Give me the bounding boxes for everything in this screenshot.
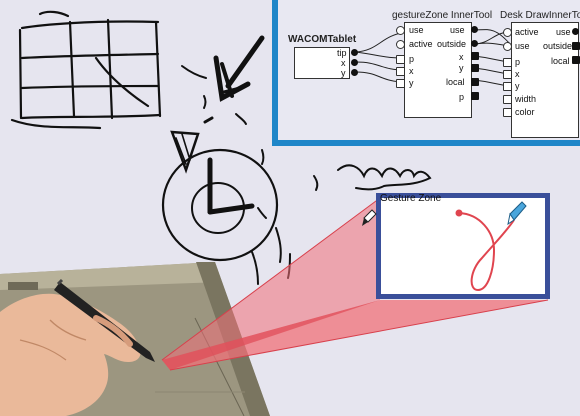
desk-out-local-label: local: [551, 56, 570, 66]
gesture-in-active-label: active: [409, 39, 433, 49]
desk-in-color-port[interactable]: [503, 108, 512, 117]
desk-in-use-port[interactable]: [503, 42, 512, 51]
gesture-out-local-port[interactable]: [471, 78, 479, 86]
desk-in-y-label: y: [515, 81, 520, 91]
wacom-port-y-label: y: [341, 68, 346, 78]
wacom-node[interactable]: [294, 47, 350, 79]
desk-out-outside-port[interactable]: [572, 42, 580, 50]
wacom-x-port[interactable]: [351, 59, 358, 66]
gesture-out-x-label: x: [459, 52, 464, 62]
gesture-in-x-port[interactable]: [396, 67, 405, 76]
gesture-out-local-label: local: [446, 77, 465, 87]
desk-out-use-port[interactable]: [572, 28, 579, 35]
wacom-port-x-label: x: [341, 58, 346, 68]
desk-out-use-label: use: [556, 27, 571, 37]
gesture-zone-window[interactable]: [376, 193, 550, 299]
desk-in-use-label: use: [515, 41, 530, 51]
gesture-out-outside-label: outside: [437, 39, 467, 49]
wacom-node-title: WACOMTablet: [288, 34, 357, 45]
sketched-table: [10, 10, 162, 130]
desk-in-p-label: p: [515, 57, 521, 67]
desk-out-local-port[interactable]: [572, 56, 580, 64]
gesture-out-p-port[interactable]: [471, 92, 479, 100]
desk-in-color-label: color: [515, 107, 535, 117]
gesture-node[interactable]: [404, 22, 472, 118]
gesture-in-use-label: use: [409, 25, 424, 35]
gesture-out-y-port[interactable]: [471, 64, 479, 72]
gesture-in-p-label: p: [409, 54, 415, 64]
gesture-node-title: gestureZone InnerTool: [392, 10, 493, 21]
desk-in-p-port[interactable]: [503, 58, 512, 67]
gesture-out-use-label: use: [450, 25, 465, 35]
gesture-in-x-label: x: [409, 66, 414, 76]
gesture-in-p-port[interactable]: [396, 55, 405, 64]
desk-in-width-port[interactable]: [503, 95, 512, 104]
desk-node[interactable]: [511, 22, 579, 138]
gesture-out-y-label: y: [459, 63, 464, 73]
wacom-tip-port[interactable]: [351, 49, 358, 56]
gesture-zone-title: Gesture Zone: [380, 193, 442, 204]
gesture-out-p-label: p: [459, 92, 465, 102]
desk-node-title: Desk DrawInnerTool: [500, 10, 580, 21]
gesture-out-x-port[interactable]: [471, 52, 479, 60]
sketched-scribble: [337, 164, 432, 191]
desk-in-active-label: active: [515, 27, 539, 37]
desk-in-x-port[interactable]: [503, 70, 512, 79]
gesture-in-y-port[interactable]: [396, 79, 405, 88]
desk-in-x-label: x: [515, 69, 520, 79]
wacom-port-tip-label: tip: [337, 48, 347, 58]
gesture-out-use-port[interactable]: [471, 26, 478, 33]
gesture-in-use-port[interactable]: [396, 26, 405, 35]
desk-in-width-label: width: [515, 94, 537, 104]
projection-beam: [161, 197, 549, 371]
desk-in-active-port[interactable]: [503, 28, 512, 37]
gesture-in-active-port[interactable]: [396, 40, 405, 49]
sketched-arrow: [213, 35, 265, 102]
desk-out-outside-label: outside: [543, 41, 573, 51]
gesture-out-outside-port[interactable]: [471, 40, 478, 47]
wacom-y-port[interactable]: [351, 69, 358, 76]
hand-with-pen: [0, 278, 155, 416]
desk-in-y-port[interactable]: [503, 82, 512, 91]
gesture-in-y-label: y: [409, 78, 414, 88]
